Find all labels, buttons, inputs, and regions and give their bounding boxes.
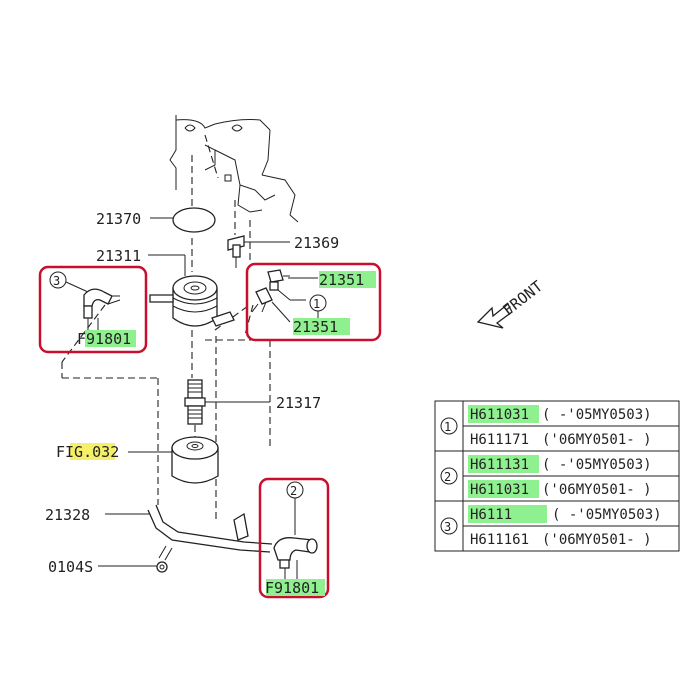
hose-fitting-part-1-bottom (251, 287, 273, 313)
sensor-21369 (227, 235, 245, 268)
legend-row-range: ( -'05MY0503) (552, 507, 662, 523)
highlight-f91801-left (85, 330, 136, 347)
label-f91801-right: F91801 (265, 579, 319, 597)
highlight-f91801-right (266, 579, 325, 596)
highlight-fig-ref (70, 443, 115, 460)
callout-1-number: 1 (313, 297, 320, 311)
hose-fitting-part-3 (83, 288, 121, 319)
bolt-0104s (156, 545, 173, 573)
label-21317: 21317 (276, 394, 321, 412)
legend-row-range: ( -'05MY0503) (542, 457, 652, 473)
hose-fitting-part-1-top (267, 269, 290, 291)
legend-row-code: H611031 (470, 407, 529, 423)
legend-number-2: 2 (444, 470, 451, 484)
front-arrow-icon (476, 302, 513, 329)
legend-row-code: H611171 (470, 432, 529, 448)
label-21369: 21369 (294, 234, 339, 252)
label-21351-top: 21351 (319, 271, 364, 289)
legend-number-3: 3 (444, 520, 451, 534)
legend-row-code: H611161 (470, 532, 529, 548)
hose-fitting-part-2 (273, 537, 318, 569)
callout-3-number: 3 (53, 274, 60, 288)
legend-row-range: ('06MY0501- ) (542, 532, 652, 548)
legend-row-code: H6111 (470, 507, 512, 523)
callout-box-2 (258, 477, 330, 599)
legend-row-code: H611131 (470, 457, 529, 473)
label-f91801-left: F91801 (77, 330, 131, 348)
legend-table: 1 2 3 H611031 ( -'05MY0503) H611171 ('06… (434, 400, 680, 552)
label-21328: 21328 (45, 506, 90, 524)
label-21351-bottom: 21351 (293, 318, 338, 336)
legend-row-range: ('06MY0501- ) (542, 432, 652, 448)
svg-text:FIG.032: FIG.032 (56, 443, 119, 461)
callout-2-number: 2 (290, 484, 297, 498)
label-21311: 21311 (96, 247, 141, 265)
callout-box-1 (245, 262, 382, 342)
oil-cooler-21311 (149, 275, 235, 327)
engine-block-outline (169, 115, 299, 223)
label-21370: 21370 (96, 210, 141, 228)
legend-row-range: ('06MY0501- ) (542, 482, 652, 498)
fig-ref-prefix: F (56, 443, 65, 461)
gasket-21370 (172, 207, 216, 233)
legend-number-1: 1 (444, 420, 451, 434)
pipe-21328 (147, 504, 273, 553)
highlight-21351-top (319, 271, 376, 288)
fig-ref-suffix: 2 (110, 443, 119, 461)
label-0104s: 0104S (48, 558, 93, 576)
legend-row-code: H611031 (470, 482, 529, 498)
label-front: FRONT (499, 277, 546, 319)
legend-row-range: ( -'05MY0503) (542, 407, 652, 423)
callout-box-3 (38, 265, 148, 354)
oil-filter (171, 436, 219, 484)
highlight-21351-bottom (293, 318, 350, 335)
fig-ref-highlight: IG.03 (65, 443, 110, 461)
stud-21317 (184, 379, 206, 425)
